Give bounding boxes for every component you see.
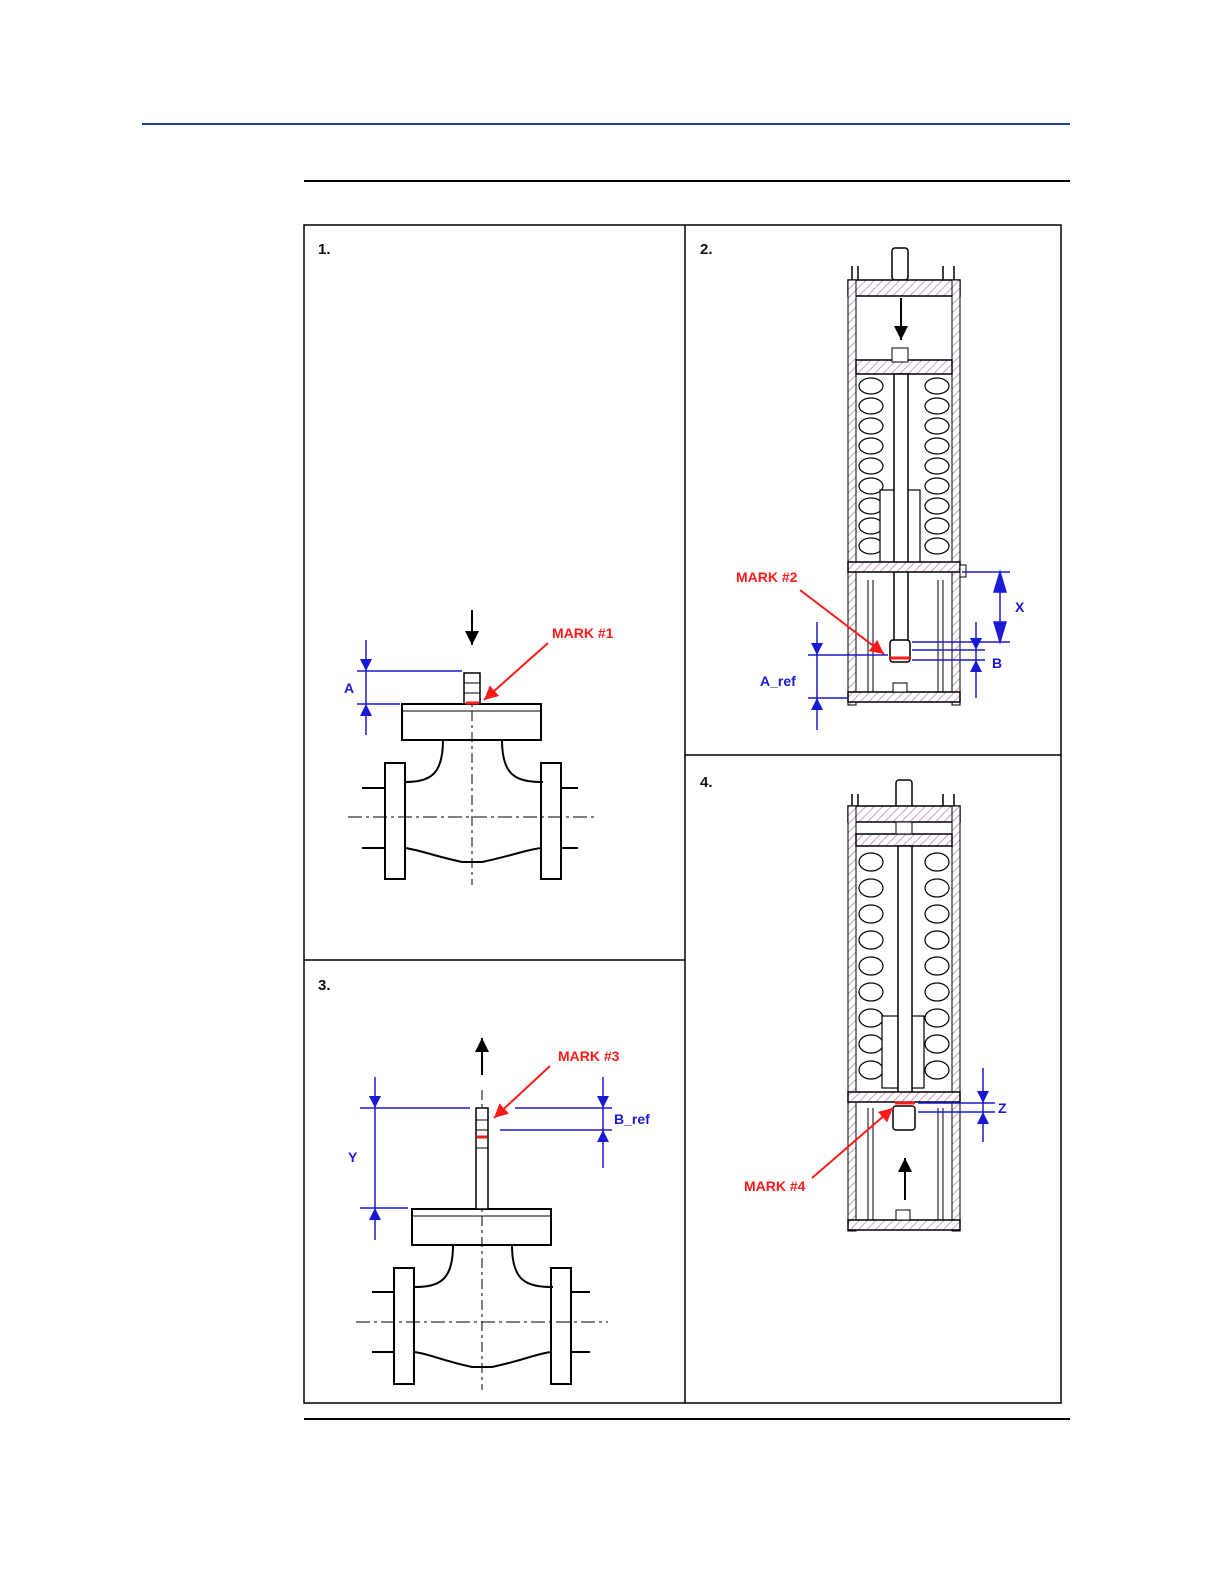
mark-4-label: MARK #4 <box>744 1178 806 1194</box>
piston-rod-2 <box>894 374 908 644</box>
valve-stem-3 <box>476 1108 488 1209</box>
dimension-y-label: Y <box>348 1149 358 1165</box>
mark-2-pointer <box>800 590 884 654</box>
mark-3-label: MARK #3 <box>558 1048 620 1064</box>
dimension-b-ref <box>500 1077 612 1168</box>
panel-2-number: 2. <box>700 241 713 258</box>
dimension-x <box>912 572 1010 642</box>
cylinder-wall-left-4 <box>848 806 856 1231</box>
cylinder-wall-left-2 <box>848 280 856 705</box>
dimension-b-ref-label: B_ref <box>614 1111 650 1127</box>
mark-2-label: MARK #2 <box>736 569 798 585</box>
bottom-plate-2 <box>848 692 960 702</box>
valve-body-3 <box>372 1209 590 1384</box>
separator-plate-2 <box>848 562 960 572</box>
dimension-b-label: B <box>992 655 1002 671</box>
panel-3: 3. MARK #3 Y <box>318 977 650 1390</box>
panel-1: 1. MARK #1 <box>318 241 614 885</box>
actuator-top-4 <box>848 780 960 822</box>
cylinder-wall-right-4 <box>952 806 960 1231</box>
dimension-a <box>357 640 462 735</box>
panel-1-number: 1. <box>318 241 331 258</box>
dimension-x-label: X <box>1015 599 1025 615</box>
valve-stem-1 <box>464 673 480 704</box>
bottom-plate-4 <box>848 1220 960 1230</box>
panel-3-number: 3. <box>318 977 331 994</box>
panel-4-number: 4. <box>700 774 713 791</box>
separator-plate-4 <box>848 1092 960 1102</box>
piston-rod-4 <box>898 846 912 1094</box>
dimension-a-label: A <box>344 680 354 696</box>
panel-4: 4. <box>700 774 1007 1231</box>
piston-4 <box>856 834 952 846</box>
coupling-4 <box>893 1106 915 1130</box>
mark-1-label: MARK #1 <box>552 625 614 641</box>
dimension-a-ref-label: A_ref <box>760 673 796 689</box>
dimension-b <box>912 622 985 698</box>
actuator-top-2 <box>848 248 960 296</box>
panel-2: 2. <box>700 241 1025 730</box>
dimension-z-label: Z <box>998 1100 1007 1116</box>
mark-3-pointer <box>494 1066 550 1118</box>
mark-1-pointer <box>484 643 548 700</box>
valve-body-1 <box>362 704 578 879</box>
